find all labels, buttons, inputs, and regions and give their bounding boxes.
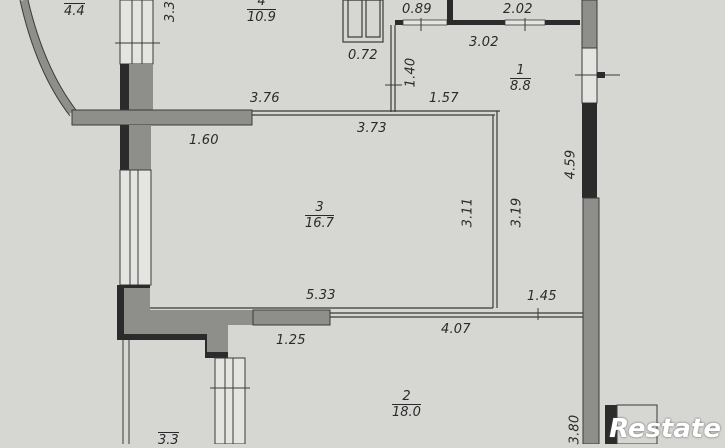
room-number: 2 <box>392 389 421 405</box>
dimension-label: 3.3 <box>163 0 179 23</box>
dimension-label: 2.02 <box>503 2 533 17</box>
wall-segment <box>120 64 129 112</box>
dimension-label: 3.76 <box>250 91 280 106</box>
wall-balcony-bottom <box>71 109 253 126</box>
room-3: 3 16.7 <box>305 200 334 231</box>
window-left-middle <box>119 169 152 286</box>
dimension-label: 1.40 <box>403 57 419 88</box>
room-balcony: 4.4 <box>64 3 85 19</box>
room-number: 1 <box>510 63 531 79</box>
room-2: 2 18.0 <box>392 389 421 420</box>
room-number: 3 <box>305 200 334 216</box>
dimension-label: 3.11 <box>460 197 476 228</box>
room-bottom-left: 3.3 <box>158 432 179 448</box>
dimension-label: 1.60 <box>189 133 219 148</box>
closet-top <box>342 0 384 43</box>
dimension-label: 4.59 <box>563 149 579 180</box>
dimension-label: 5.33 <box>306 288 336 303</box>
wall-right-exterior <box>581 0 598 49</box>
room-area: 16.7 <box>305 216 334 231</box>
room-area: 8.8 <box>510 79 531 94</box>
dimension-label: 1.25 <box>276 333 306 348</box>
restate-watermark-logo: Restate <box>609 414 721 444</box>
window-top-left <box>115 0 160 65</box>
dimension-label: 4.07 <box>441 322 471 337</box>
room-area: 3.3 <box>158 432 179 448</box>
dimension-label: 0.72 <box>348 48 378 63</box>
dimension-label: 3.80 <box>567 414 583 445</box>
room-area: 4.4 <box>64 3 85 19</box>
dimension-label: 3.73 <box>357 121 387 136</box>
balcony-curved-wall <box>20 0 76 115</box>
room-number: 4 <box>247 0 276 10</box>
dimension-label: 3.02 <box>469 35 499 50</box>
room-1: 1 8.8 <box>510 63 531 94</box>
window-bottom-left <box>210 357 250 444</box>
dimension-label: 1.57 <box>429 91 459 106</box>
room-area: 10.9 <box>247 10 276 25</box>
dimension-label: 3.19 <box>509 197 525 228</box>
dimension-label: 1.45 <box>527 289 557 304</box>
room-4: 4 10.9 <box>247 0 276 25</box>
dimension-label: 0.89 <box>402 2 432 17</box>
room-area: 18.0 <box>392 405 421 420</box>
